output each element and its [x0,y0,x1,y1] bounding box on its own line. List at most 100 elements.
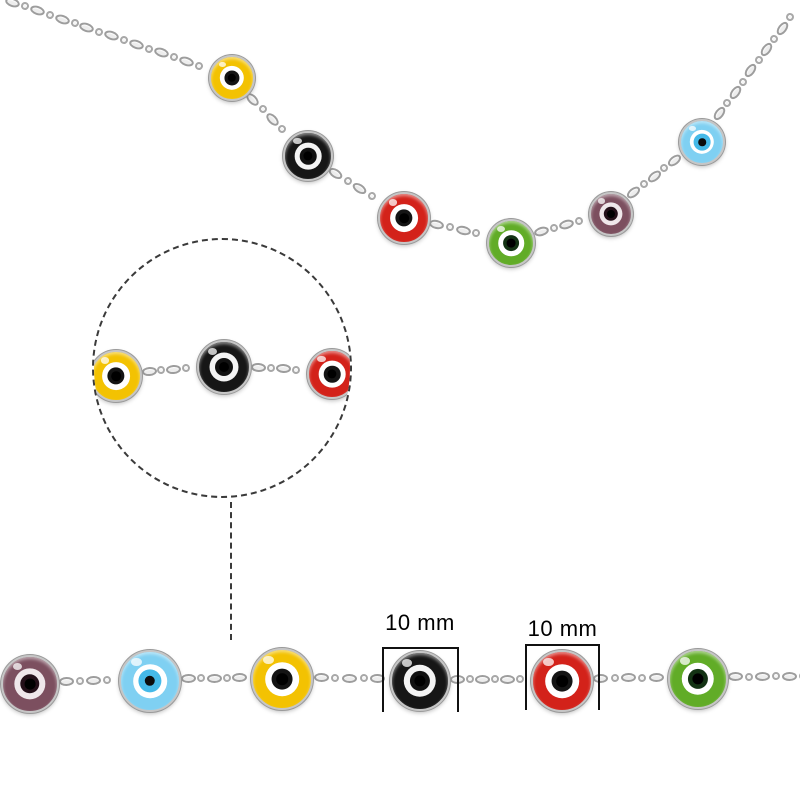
bead-layer [327,369,337,379]
chain-link [178,54,196,68]
evil-eye-bead-red [307,349,350,399]
chain-link [180,673,196,683]
chain-link [755,671,771,681]
chain-link [341,673,358,683]
chain-link [128,37,146,52]
bead-layer [506,238,516,248]
chain-link [181,363,191,373]
bead-highlight [496,225,505,232]
chain-link [76,676,85,685]
chain-link [94,26,105,37]
necklace-top-chain [0,0,800,300]
measurement-label-2: 10 mm [527,616,598,641]
bead-highlight [543,658,554,667]
bead-highlight [317,356,326,363]
bracelet-strip [0,638,800,748]
bead-highlight [293,138,302,145]
chain-link [745,672,754,681]
evil-eye-bead-yellow [94,350,142,402]
chain-link [153,46,171,60]
chain-link [119,35,130,46]
zoom-detail [94,240,350,496]
chain-link [728,672,744,682]
chain-link [471,228,481,239]
evil-eye-bead-red [378,192,430,244]
chain-link [206,673,222,683]
chain-link [28,3,46,18]
bead-highlight [402,659,413,667]
chain-link [548,223,559,233]
bead-layer [692,673,704,685]
bead-layer [276,673,288,685]
chain-link [232,672,248,683]
bead-highlight [598,198,606,204]
chain-link [331,673,340,682]
bead-highlight [12,662,23,671]
zoom-circle [92,238,352,498]
chain-link [726,83,744,101]
chain-link [742,62,759,80]
evil-eye-bead-yellow [251,648,313,710]
evil-eye-bead-red [531,650,593,712]
measurement-bracket-2 [525,644,600,710]
bead-highlight [218,61,227,68]
chain-link [665,151,684,169]
chain-link [474,674,490,684]
evil-eye-bead-green [668,649,728,709]
chain-link [465,675,474,683]
chain-link [490,675,499,683]
chain-link [3,0,21,9]
chain-link [366,190,378,202]
chain-link [157,365,166,375]
chain-link [103,675,112,685]
chain-link [53,12,71,26]
chain-link [557,217,575,231]
bead-layer [399,213,409,223]
chain-link [515,675,524,683]
chain-link [197,674,206,683]
bead-highlight [100,357,110,364]
chain-link [86,675,102,686]
chain-link [169,51,180,63]
evil-eye-bead-purple [589,192,633,236]
chain-link [275,123,288,135]
chain-link [573,215,584,226]
chain-link [78,20,96,35]
chain-link [141,365,157,377]
measurement-label-1: 10 mm [385,610,455,635]
bead-highlight [388,199,398,206]
chain-link [782,671,798,681]
chain-link [428,218,446,231]
chain-link [772,672,781,681]
evil-eye-bead-blue [679,119,725,165]
chain-link [275,363,292,374]
bead-layer [144,675,156,687]
bead-highlight [263,656,274,665]
chain-link [59,676,75,686]
chain-link [165,363,182,375]
bead-layer [219,362,229,372]
chain-link [620,673,637,683]
bead-highlight [131,658,142,667]
measurement-bracket-1 [382,647,459,712]
evil-eye-bead-black [283,131,333,181]
evil-eye-bead-black [197,340,251,394]
chain-link [342,175,354,187]
chain-link [266,363,275,373]
chain-link [263,110,281,128]
chain-link [350,180,369,197]
chain-link [638,673,647,682]
chain-link [313,672,329,683]
chain-link [44,9,55,20]
chain-link [445,222,455,232]
chain-link [774,19,791,37]
chain-link [359,674,368,683]
chain-link [194,60,205,71]
evil-eye-bead-blue [119,650,181,712]
chain-link [454,224,472,237]
evil-eye-bead-green [487,219,535,267]
bead-layer [414,675,426,687]
chain-link [291,365,301,375]
bead-layer [607,210,615,218]
